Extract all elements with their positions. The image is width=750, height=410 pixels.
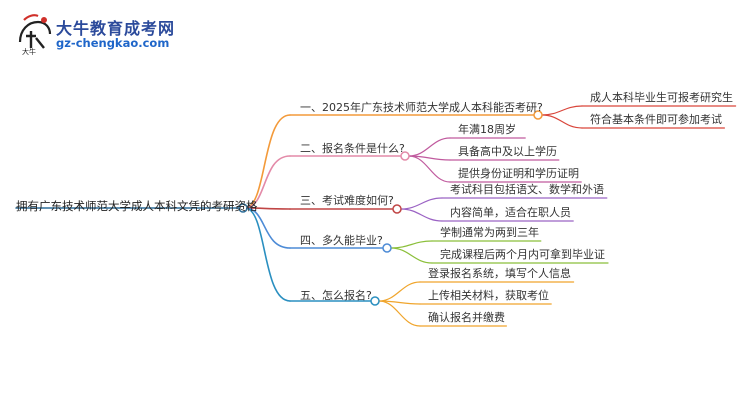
- branch-label: 四、多久能毕业?: [300, 234, 383, 247]
- root-node: [238, 203, 248, 213]
- leaf-edge: [541, 105, 583, 116]
- leaf-label: 考试科目包括语文、数学和外语: [450, 183, 604, 196]
- branch-label: 一、2025年广东技术师范大学成人本科能否考研?: [300, 101, 543, 114]
- leaf-label: 学制通常为两到三年: [440, 226, 539, 239]
- leaf-label: 提供身份证明和学历证明: [458, 167, 579, 180]
- leaf-label: 成人本科毕业生可报考研究生: [590, 91, 733, 104]
- leaf-edge: [408, 155, 451, 183]
- leaf-edge: [408, 137, 451, 157]
- leaf-label: 完成课程后两个月内可拿到毕业证: [440, 248, 605, 261]
- leaf-label: 登录报名系统，填写个人信息: [428, 267, 571, 280]
- branch-node: [382, 243, 392, 253]
- leaf-label: 年满18周岁: [458, 123, 516, 136]
- branch-label: 五、怎么报名?: [300, 289, 372, 302]
- branch-node: [370, 296, 380, 306]
- leaf-edge: [400, 208, 443, 222]
- branch-label: 二、报名条件是什么?: [300, 142, 405, 155]
- branch-edge: [244, 155, 291, 209]
- brand-title: 大牛教育成考网: [56, 19, 176, 38]
- leaf-label: 符合基本条件即可参加考试: [590, 113, 722, 126]
- leaf-label: 上传相关材料，获取考位: [428, 289, 549, 302]
- leaf-edge: [378, 300, 421, 327]
- logo-mark-text: 大牛: [22, 47, 36, 56]
- leaf-edge: [400, 197, 443, 210]
- mindmap-root: 拥有广东技术师范大学成人本科文凭的考研资格: [16, 199, 258, 213]
- ox-logo-icon: 大牛: [18, 14, 52, 56]
- leaf-label: 内容简单，适合在职人员: [450, 206, 571, 219]
- leaf-edge: [390, 247, 433, 264]
- leaf-label: 确认报名并缴费: [428, 311, 505, 324]
- branch-node: [533, 110, 543, 120]
- branch-edge: [244, 207, 291, 249]
- branch-edge: [244, 114, 291, 209]
- branch-node: [392, 204, 402, 214]
- leaf-edge: [541, 114, 583, 129]
- leaf-edge: [378, 281, 421, 302]
- leaf-edge: [390, 240, 433, 249]
- branch-edge: [244, 207, 291, 302]
- brand-url: gz-chengkao.com: [56, 36, 170, 50]
- brand-logo: 大牛 大牛教育成考网 gz-chengkao.com: [14, 12, 194, 56]
- branch-label: 三、考试难度如何?: [300, 194, 394, 207]
- leaf-label: 具备高中及以上学历: [458, 145, 557, 158]
- branch-node: [400, 151, 410, 161]
